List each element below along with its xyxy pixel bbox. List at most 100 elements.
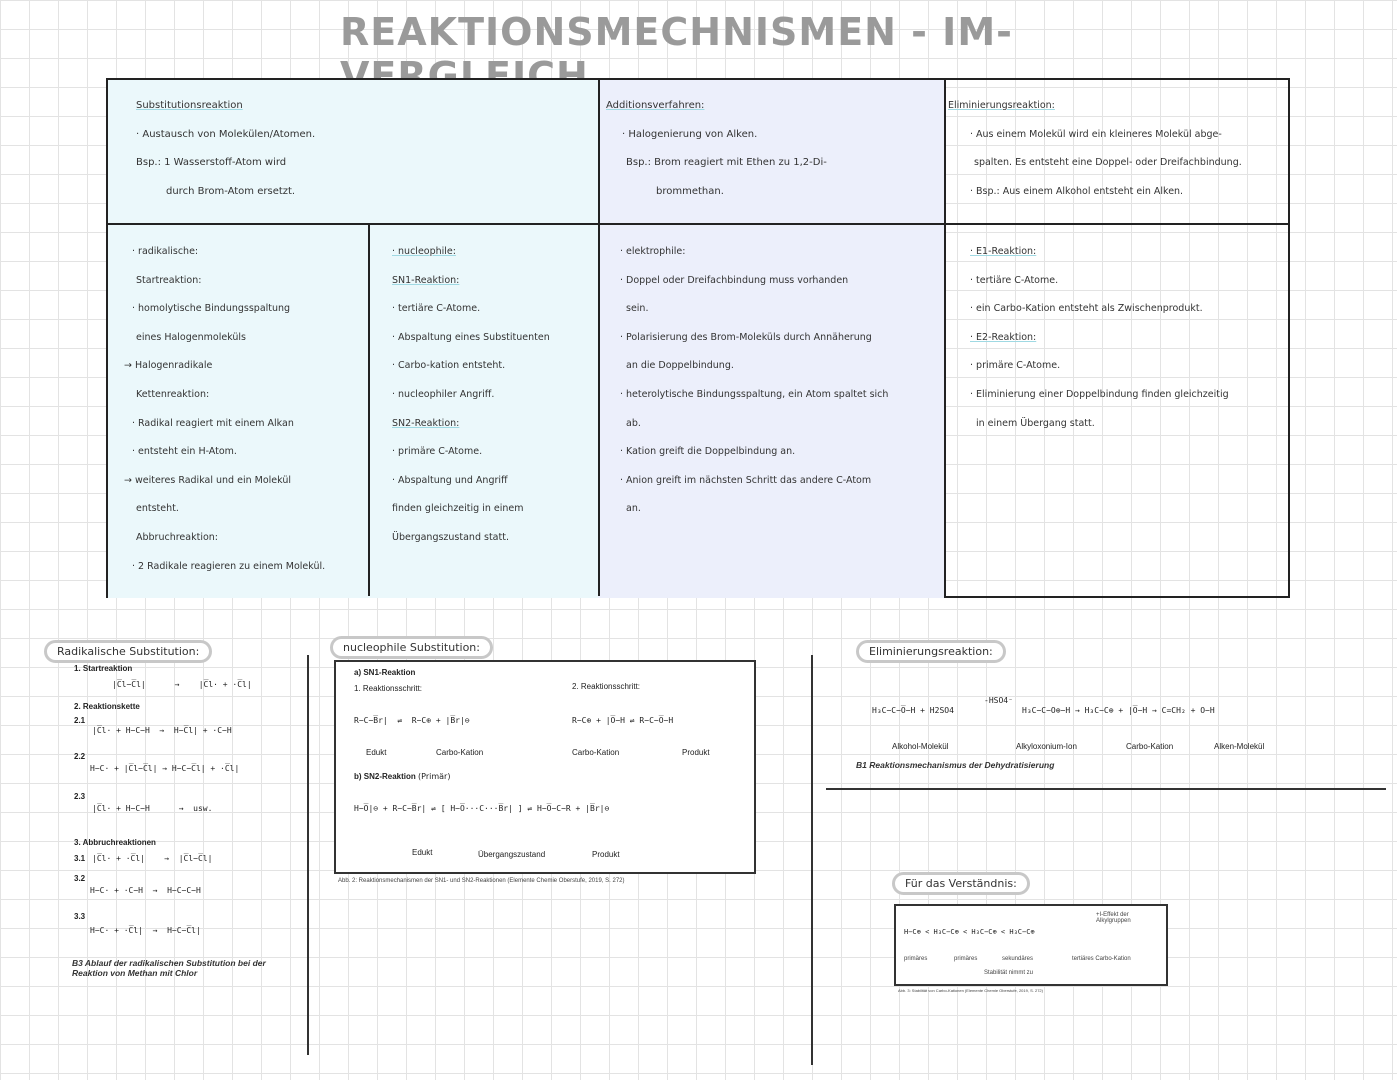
stability-trend: Stabilität nimmt zu xyxy=(984,970,1034,976)
electrophil-line: ab. xyxy=(626,417,641,429)
radical-line: eines Halogenmoleküls xyxy=(136,331,247,343)
nucleophil-line: · Abspaltung und Angriff xyxy=(392,474,508,486)
step-number: 2.2 xyxy=(74,752,86,761)
sn2-text: b) SN2-Reaktion xyxy=(354,772,416,781)
formula: |C̅l−C̅l| → |C̅l· + ·C̅l| xyxy=(112,680,252,689)
electrophil-line: sein. xyxy=(626,303,649,315)
e1e2-cell: · E1-Reaktion: · tertiäre C-Atome. · ein… xyxy=(944,232,1290,438)
nucleophil-line: Übergangszustand statt. xyxy=(392,531,509,543)
uebergang-label: Übergangszustand xyxy=(478,850,546,859)
electrophil-line: an die Doppelbindung. xyxy=(626,360,734,372)
elimination-heading: Eliminierungsreaktion: xyxy=(948,100,1055,111)
nucleophil-bg xyxy=(368,224,598,598)
molecule-label: Carbo-Kation xyxy=(1126,742,1174,751)
molecule-label: Alkohol-Molekül xyxy=(892,742,949,751)
substitution-cell: Substitutionsreaktion · Austausch von Mo… xyxy=(108,86,598,206)
nucleophil-line: · primäre C-Atome. xyxy=(392,446,483,458)
formula: R−C⊕ + |O̅−H ⇌ R−C−O̅−H xyxy=(572,716,674,725)
carbocation-stability-diagram: H−C⊕ < H₃C−C⊕ < H₃C−C⊕ < H₃C−C⊕ +I-Effek… xyxy=(894,904,1168,986)
formula: |C̅l· + H−C−H → H−C̅l| + ·C−H xyxy=(92,726,232,735)
e1e2-line: · E2-Reaktion: xyxy=(970,331,1037,343)
stability-label: tertiäres Carbo-Kation xyxy=(1072,956,1131,962)
addition-line: · Halogenierung von Alken. xyxy=(622,128,758,140)
radical-line: Startreaktion: xyxy=(136,274,202,286)
e1e2-line: · tertiäre C-Atome. xyxy=(970,274,1059,286)
edukt-label: Edukt xyxy=(366,748,387,757)
carbokation-label: Carbo-Kation xyxy=(436,748,484,757)
e1e2-line: · E1-Reaktion: xyxy=(970,246,1037,257)
radical-line: · homolytische Bindungsspaltung xyxy=(132,303,291,315)
start-label: 1. Startreaktion xyxy=(74,664,133,673)
nucleophil-line: · Abspaltung eines Substituenten xyxy=(392,331,550,343)
step-number: 3.3 xyxy=(74,912,86,921)
formula: H−C· + |C̅l−C̅l| → H−C−C̅l| + ·C̅l| xyxy=(90,764,240,773)
step-number: 2.1 xyxy=(74,716,86,725)
formula: H−C⊕ < H₃C−C⊕ < H₃C−C⊕ < H₃C−C⊕ xyxy=(904,928,1035,936)
electrophil-line: an. xyxy=(626,503,641,515)
nucleophil-caption: Abb. 2: Reaktionsmechanismen der SN1- un… xyxy=(338,878,625,884)
sn2-note: (Primär) xyxy=(418,772,451,781)
nucleophil-line: · Carbo-kation entsteht. xyxy=(392,360,506,372)
radical-line: → weiteres Radikal und ein Molekül xyxy=(124,474,291,486)
formula: |C̅l· + H−C−H → usw. xyxy=(92,804,213,813)
addition-bg xyxy=(598,80,944,598)
nucleophil-line: · tertiäre C-Atome. xyxy=(392,303,481,315)
sn2-label: b) SN2-Reaktion (Primär) xyxy=(354,772,450,781)
step2-label: 2. Reaktionsschritt: xyxy=(572,682,641,691)
nucleophil-diagram: a) SN1-Reaktion 1. Reaktionsschritt: 2. … xyxy=(334,660,756,874)
radical-line: · entsteht ein H-Atom. xyxy=(132,446,237,458)
elimination-line: spalten. Es entsteht eine Doppel- oder D… xyxy=(974,157,1242,169)
molecule-label: Alken-Molekül xyxy=(1214,742,1265,751)
formula: H₃C−C−O⊕−H → H₃C−C⊕ + |O̅−H → C=CH₂ + O−… xyxy=(1022,706,1215,715)
e1e2-line: in einem Übergang statt. xyxy=(976,417,1095,429)
molecule-label: Alkyloxonium-Ion xyxy=(1016,742,1077,751)
divider xyxy=(307,655,309,1055)
radical-line: Abbruchreaktion: xyxy=(136,531,218,543)
radical-figure: Radikalische Substitution: 1. Startreakt… xyxy=(44,640,304,978)
formula: H₃C−C−O̅−H + H2SO4 xyxy=(872,706,954,715)
substitution-bg xyxy=(108,80,598,224)
elimination-line: · Bsp.: Aus einem Alkohol entsteht ein A… xyxy=(970,185,1184,197)
addition-line: Bsp.: Brom reagiert mit Ethen zu 1,2-Di- xyxy=(626,157,827,169)
elimination-line: · Aus einem Molekül wird ein kleineres M… xyxy=(970,128,1222,140)
edukt-label: Edukt xyxy=(412,848,433,857)
step-number: 3.2 xyxy=(74,874,86,883)
radical-bg xyxy=(108,224,368,598)
divider xyxy=(826,788,1386,790)
divider xyxy=(811,655,813,1065)
sn1-label: a) SN1-Reaktion xyxy=(354,668,416,677)
radical-line: entsteht. xyxy=(136,503,179,515)
elimination-figure: Eliminierungsreaktion: H₃C−C−O̅−H + H2SO… xyxy=(856,640,1376,770)
step-number: 3.1 xyxy=(74,854,86,863)
minus-label: -HSO4⁻ xyxy=(984,696,1013,705)
substitution-line: Bsp.: 1 Wasserstoff-Atom wird xyxy=(136,157,287,169)
understanding-heading: Für das Verständnis: xyxy=(892,872,1030,895)
produkt-label: Produkt xyxy=(682,748,710,757)
step1-label: 1. Reaktionsschritt: xyxy=(354,684,423,693)
stability-label: primäres xyxy=(904,956,928,962)
electrophil-line: · Anion greift im nächsten Schritt das a… xyxy=(620,474,872,486)
carbokation-label: Carbo-Kation xyxy=(572,748,620,757)
understanding-caption: Abb. 3: Stabilität von Carbo-Kationen (E… xyxy=(898,988,1043,993)
electrophil-cell: · elektrophile: · Doppel oder Dreifachbi… xyxy=(598,232,944,524)
radical-line: Kettenreaktion: xyxy=(136,388,210,400)
e1e2-line: · Eliminierung einer Doppelbindung finde… xyxy=(970,388,1229,400)
formula: R−C−B̅r| ⇌ R−C⊕ + |B̅r|⊖ xyxy=(354,716,470,725)
substitution-heading: Substitutionsreaktion xyxy=(136,100,243,111)
addition-cell: Additionsverfahren: · Halogenierung von … xyxy=(598,86,944,206)
substitution-line: · Austausch von Molekülen/Atomen. xyxy=(136,128,316,140)
stability-label: sekundäres xyxy=(1002,956,1034,962)
electrophil-line: · elektrophile: xyxy=(620,246,686,257)
nucleophil-cell: · nucleophile: SN1-Reaktion: · tertiäre … xyxy=(368,232,598,553)
e1e2-line: · primäre C-Atome. xyxy=(970,360,1061,372)
nucleophil-line: · nucleophiler Angriff. xyxy=(392,388,495,400)
nucleophil-line: SN1-Reaktion: xyxy=(392,274,460,286)
electrophil-line: · Kation greift die Doppelbindung an. xyxy=(620,446,796,458)
page-title: REAKTIONSMECHNISMEN - IM-VERGLEICH xyxy=(340,10,1013,98)
nucleophil-figure: nucleophile Substitution: a) SN1-Reaktio… xyxy=(330,636,770,884)
radical-line: → Halogenradikale xyxy=(124,360,213,372)
reagent-label: + H2SO4 xyxy=(920,706,954,715)
radical-figure-heading: Radikalische Substitution: xyxy=(44,640,213,663)
radical-line: · 2 Radikale reagieren zu einem Molekül. xyxy=(132,560,326,572)
formula: H−C· + ·C−H → H−C−C−H xyxy=(90,886,201,895)
